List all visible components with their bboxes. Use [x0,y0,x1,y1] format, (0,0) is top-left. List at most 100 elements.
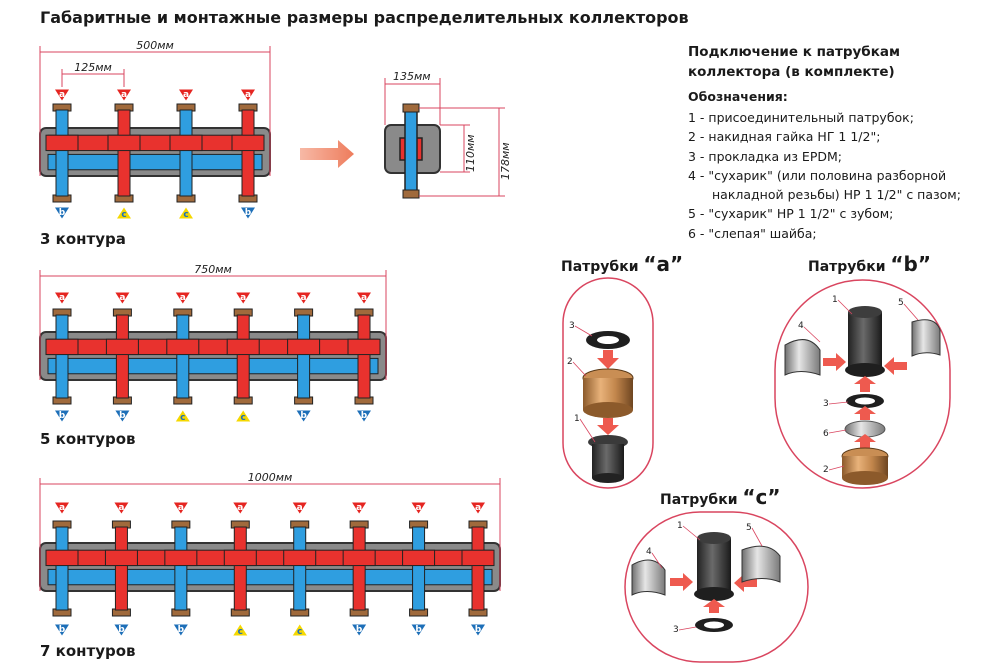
fitting-c-letter: “c” [742,485,781,509]
legend-title: Обозначения: [688,89,788,104]
pipe-junction [45,549,79,567]
outlet-pipe [55,109,69,197]
arrow-right-icon [823,353,846,371]
legend-item: накладной резьбы) НР 1 1/2" с пазом; [712,187,961,203]
pipe-junction [223,549,257,567]
top-badge-icon [471,502,485,514]
top-badge-icon [115,292,130,304]
outlet-pipe [174,526,188,611]
bottom-badge-letter: b [178,625,185,635]
arrow-right-icon [300,140,354,168]
fitting-a-letter: “a” [643,252,684,276]
outlet-pipe [233,526,247,611]
dim-total: 1000мм [248,471,293,484]
supply-channel [47,134,263,152]
top-badge-letter: a [183,90,189,100]
pipe-junction [283,549,317,567]
fitting-b-label: Патрубки [808,259,886,275]
bottom-badge-icon [352,624,367,636]
top-badge-letter: a [119,293,125,303]
outlet-pipe [115,314,129,399]
bottom-badge-letter: c [241,413,246,423]
top-badge-icon [357,292,371,304]
pipe-junction [104,549,138,567]
fitting-a-title: Патрубки “a” [561,252,683,276]
pipe-part [848,312,882,370]
bottom-badge-icon [411,624,426,636]
bottom-badge-icon [117,207,131,219]
bottom-badge-icon [175,410,190,422]
top-badge-letter: a [361,293,367,303]
legend-item: 2 - накидная гайка НГ 1 1/2"; [688,129,881,145]
bottom-badge-icon [296,410,311,422]
arrow-up-icon [703,599,725,613]
top-badge-icon [241,89,255,101]
top-badge-icon [233,502,248,514]
legend-item: 3 - прокладка из EPDM; [688,148,842,164]
bottom-badge-letter: b [361,411,368,421]
pipe-junction [287,338,321,356]
bottom-badge-icon [173,624,188,636]
bottom-badge-letter: b [118,625,125,635]
top-badge-letter: a [59,503,65,513]
fitting-c-title: Патрубки “c” [660,485,781,509]
outlet-pipe [471,526,485,611]
bottom-badge-icon [292,624,307,636]
pipe-junction [226,338,260,356]
fitting-a-panel: 3 2 1 [562,277,654,489]
top-badge-icon [173,502,188,514]
top-badge-letter: a [240,293,246,303]
pipe-part [697,538,731,594]
outlet-pipe [297,314,311,399]
part-number: 5 [898,298,904,308]
top-badge-icon [292,502,307,514]
top-badge-icon [236,292,251,304]
bottom-badge-letter: c [180,413,185,423]
label-3-circuits: 3 контура [40,230,126,248]
pipe-junction [231,134,265,152]
arrow-left-icon [734,574,757,592]
top-badge-letter: a [301,293,307,303]
pipe-junction [342,549,376,567]
pipe-junction [461,549,495,567]
arrow-up-icon [854,434,876,448]
pipe-junction [347,338,381,356]
arrow-up-icon [854,406,876,420]
supply-channel [47,338,379,356]
return-channel [47,568,493,586]
bottom-badge-icon [55,624,69,636]
top-badge-letter: a [475,503,481,513]
toothed-part [741,545,781,583]
bottom-badge-letter: c [238,627,243,637]
dim-height-outer: 178мм [499,142,512,180]
pipe-junction [166,338,200,356]
part-number: 3 [823,399,829,409]
arrow-up-icon [854,376,876,392]
pipe-junction [169,134,203,152]
connection-title: Подключение к патрубкам коллектора (в ко… [688,44,901,80]
outlet-pipe [412,526,426,611]
dim-total: 500мм [136,39,174,52]
top-badge-icon [117,89,131,101]
bottom-badge-letter: c [121,210,126,220]
bottom-badge-letter: b [59,625,66,635]
bottom-badge-icon [55,410,69,422]
outlet-pipe [114,526,128,611]
fitting-b-title: Патрубки “b” [808,252,931,276]
bottom-badge-letter: c [183,210,188,220]
part-number: 2 [823,465,829,475]
bottom-badge-letter: c [297,627,302,637]
fitting-a-label: Патрубки [561,259,639,275]
side-view: 135мм 110мм 178мм [300,70,512,199]
dim-height-inner: 110мм [464,134,477,172]
outlet-pipe [117,109,131,197]
bottom-badge-letter: b [300,411,307,421]
arrow-right-icon [670,573,693,591]
arrow-down-icon [597,350,619,369]
part-number: 1 [574,414,580,424]
pipe-junction [45,338,79,356]
toothed-part [911,319,941,357]
outlet-pipe [55,526,69,611]
fitting-c-panel: 1 5 4 3 [624,511,809,663]
